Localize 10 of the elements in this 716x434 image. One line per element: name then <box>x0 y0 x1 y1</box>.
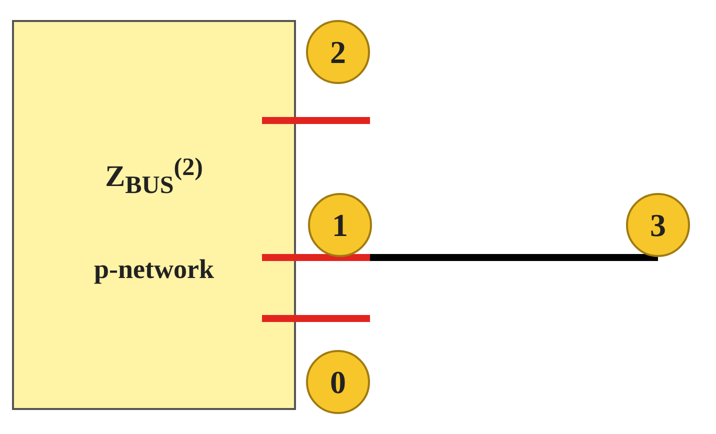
bus-number-circle: 2 <box>306 20 370 84</box>
network-box <box>12 20 296 410</box>
bus-bar <box>262 117 370 124</box>
bus-number-circle: 3 <box>626 193 690 257</box>
connector-line <box>370 254 658 261</box>
network-label: p-network <box>94 254 214 285</box>
bus-number-circle: 0 <box>306 350 370 414</box>
bus-number-circle: 1 <box>308 193 372 257</box>
bus-bar <box>262 254 370 261</box>
bus-bar <box>262 315 370 322</box>
